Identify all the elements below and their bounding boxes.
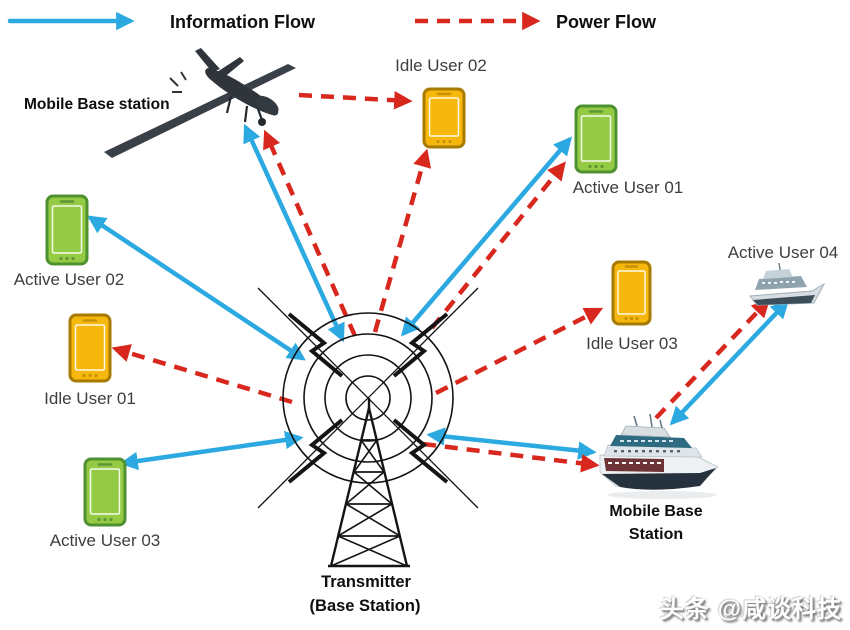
ship-band-windows xyxy=(608,462,661,464)
ship-window-band xyxy=(604,458,664,472)
idle-user-01-label: Idle User 01 xyxy=(44,389,136,408)
active-user-03-label: Active User 03 xyxy=(50,531,161,550)
phone-active-user-03 xyxy=(83,457,127,527)
transmitter-label-line2: (Base Station) xyxy=(310,597,421,615)
phone-buttons xyxy=(97,517,113,522)
lightning-bolt-icon xyxy=(392,312,449,378)
ship-mobile-base-station-icon xyxy=(599,413,719,499)
ship-upper-windows xyxy=(620,440,673,442)
info-arrow-tower-drone xyxy=(243,123,345,343)
phone-screen xyxy=(89,468,121,515)
phone-buttons xyxy=(436,139,452,144)
power-arrow-tower-ship xyxy=(422,441,600,473)
drone-icon xyxy=(104,48,296,158)
radio-wave-circle xyxy=(324,354,412,442)
phone-buttons xyxy=(59,256,75,261)
small-ship-superstructure xyxy=(755,276,807,290)
active-user-01-label: Active User 01 xyxy=(573,178,684,197)
drone-nose xyxy=(255,95,279,115)
radio-wave-circle xyxy=(303,333,433,463)
transmitter-label-line1: Transmitter xyxy=(321,573,411,591)
ship-label-line1: Mobile Base xyxy=(609,503,702,520)
tower-leg xyxy=(367,407,409,567)
small-ship-hull-bottom xyxy=(753,295,815,305)
active-user-04-label: Active User 04 xyxy=(728,243,839,262)
phone-screen xyxy=(617,270,646,315)
phone-screen xyxy=(74,324,106,371)
drone-antenna xyxy=(169,71,187,93)
tower-leg xyxy=(329,407,371,567)
drone-label: Mobile Base station xyxy=(24,96,170,113)
watermark: 头条 @咸谈科技 xyxy=(659,596,842,623)
legend: Information Flow Power Flow xyxy=(7,11,657,32)
power-arrow-tower-idle01 xyxy=(111,344,293,405)
phone-idle-user-01 xyxy=(68,313,112,383)
info-arrow-tower-active02 xyxy=(87,215,306,361)
phone-active-user-01 xyxy=(574,104,618,174)
phone-screen xyxy=(428,97,460,137)
ship-top-deck xyxy=(620,425,671,438)
power-arrow-drone-idle02 xyxy=(298,91,413,110)
info-arrow-ship-active04 xyxy=(669,299,790,426)
power-arrow-ship-active04 xyxy=(654,298,771,420)
ship-label-line2: Station xyxy=(629,526,683,543)
active-user-02-label: Active User 02 xyxy=(14,270,125,289)
phone-active-user-02 xyxy=(45,194,89,266)
lightning-bolt-icon xyxy=(287,418,344,484)
drone-sensor-ball xyxy=(258,118,266,126)
idle-user-03-label: Idle User 03 xyxy=(586,334,678,353)
phone-buttons xyxy=(624,316,639,321)
ship-mid-windows xyxy=(614,450,680,453)
information-flow-label: Information Flow xyxy=(170,12,316,32)
flow-arrows xyxy=(87,91,790,473)
power-arrow-tower-drone xyxy=(263,129,358,337)
phone-screen xyxy=(580,115,612,162)
ship-masts xyxy=(633,413,663,429)
lightning-bolt-icon xyxy=(287,312,344,378)
power-arrow-tower-idle02 xyxy=(372,148,432,333)
radio-wave-circle xyxy=(345,375,391,421)
phone-buttons xyxy=(588,164,604,169)
small-ship-windows xyxy=(762,281,795,284)
ship-hull-bottom xyxy=(602,468,716,490)
phone-idle-user-02 xyxy=(422,87,466,149)
tower-bracing xyxy=(330,439,408,567)
power-flow-label: Power Flow xyxy=(556,12,657,32)
phone-idle-user-03 xyxy=(611,260,652,326)
info-arrow-tower-active01 xyxy=(401,136,572,337)
power-arrow-tower-active01 xyxy=(430,161,566,330)
info-arrow-tower-active03 xyxy=(119,430,304,471)
lightning-bolt-icon xyxy=(392,418,449,484)
transmitter-tower-icon xyxy=(257,287,479,568)
idle-user-02-label: Idle User 02 xyxy=(395,56,487,75)
ship-active-user-04-icon xyxy=(749,262,826,306)
phone-buttons xyxy=(82,373,98,378)
phone-screen xyxy=(51,205,83,254)
info-arrow-tower-ship xyxy=(426,427,597,460)
ship-shadow xyxy=(607,491,717,499)
small-ship-mast xyxy=(778,262,781,271)
drone-tail-fin xyxy=(195,48,220,72)
small-ship-top-deck xyxy=(763,269,793,279)
power-arrow-tower-idle03 xyxy=(434,307,604,396)
drone-tail-fin xyxy=(214,57,244,79)
